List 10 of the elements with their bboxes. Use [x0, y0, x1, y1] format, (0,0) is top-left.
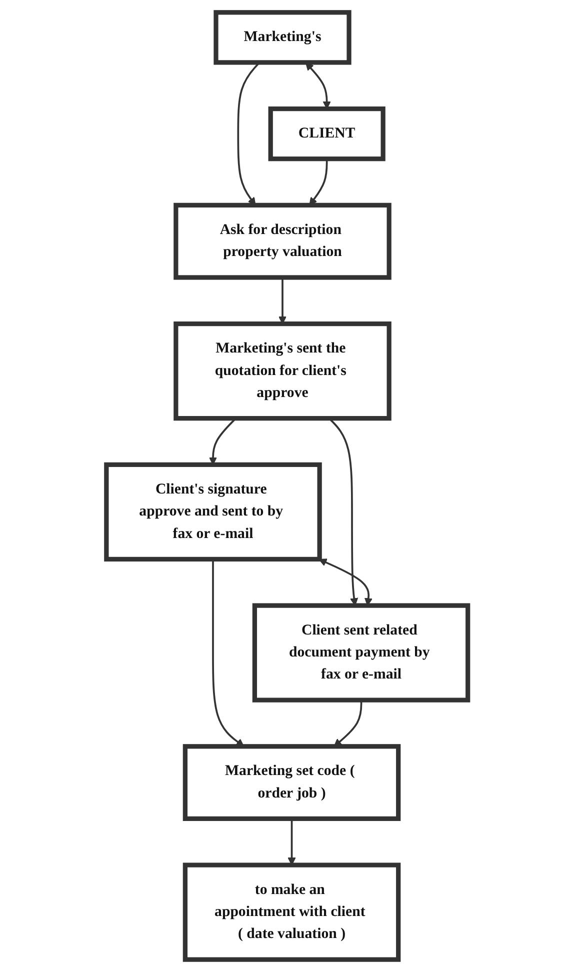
- node-box: CLIENT: [268, 106, 386, 162]
- node-box: Client's signature approve and sent to by fax or e-mail: [104, 462, 322, 562]
- arrow: [288, 818, 296, 866]
- node-box: Marketing set code ( order job ): [183, 744, 402, 822]
- node-box: Marketing's sent the quotation for client's approve: [174, 322, 392, 421]
- node-box: Marketing's: [214, 10, 352, 65]
- node-box: Ask for description property valuation: [174, 202, 392, 280]
- arrow: [319, 558, 373, 606]
- node-box: to make an appointment with client ( date valuation ): [183, 862, 402, 962]
- node-box: Client sent related document payment by fax or e-mail: [252, 603, 471, 702]
